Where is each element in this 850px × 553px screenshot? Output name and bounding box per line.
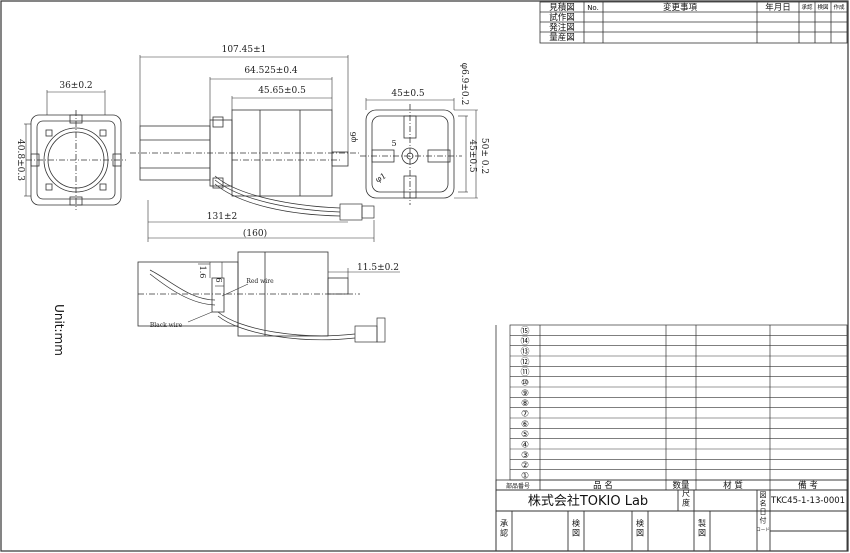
title-block [495,489,848,552]
title-label-make: 製図 [698,518,706,538]
title-label-check2: 検図 [636,518,644,538]
dim-64: 64.525±0.4 [244,66,298,76]
rev-row-2: 試作図 [549,12,575,23]
dim-6: 6 [214,277,223,282]
rev-header-change: 変更事項 [663,2,698,13]
parts-row-number: ⑫ [520,357,529,368]
dim-107: 107.45±1 [222,45,267,55]
rev-header-no: No. [587,4,599,12]
dim-45-65: 45.65±0.5 [258,86,306,96]
dim-45a: 45±0.5 [391,89,425,99]
bottom-wires [149,269,386,343]
rev-row-1: 見積図 [549,2,575,13]
parts-row-number: ④ [521,441,529,451]
bottom-dim-lines [187,262,400,323]
title-label-drawing-label: 図名日付コード [756,491,770,533]
side-dim-lines [139,55,375,242]
dim-11-5: 11.5±0.2 [357,263,399,273]
parts-header-remarks: 備 考 [798,480,818,491]
parts-row-number: ⑩ [521,379,529,389]
title-label-scale-label: 尺度 [682,489,690,508]
end-view [360,104,462,205]
parts-row-number: ⑭ [520,336,529,347]
dim-50: 50± 0.2 [479,138,489,174]
parts-row-number: ② [521,461,529,471]
parts-row-number: ⑤ [521,430,529,440]
parts-row-number: ⑨ [521,389,529,399]
parts-header-name: 品 名 [593,480,613,491]
title-label-approve: 承認 [500,519,508,538]
dim-36-lines [24,90,106,197]
front-view [26,110,126,210]
parts-row-number: ⑥ [521,420,529,430]
parts-row-number: ③ [521,451,529,461]
rev-header-check: 検図 [817,3,829,11]
company-name: 株式会社TOKIO Lab [528,493,648,509]
parts-row-number: ⑬ [520,347,529,358]
rev-row-3: 発注図 [549,22,575,33]
dim-40-8: 40.8±0.3 [15,139,25,181]
parts-row-number: ⑧ [521,399,529,409]
bottom-view [137,251,360,337]
parts-row-number: ⑪ [520,367,529,378]
label-black-wire: Black wire [150,322,183,329]
label-red-wire: Red wire [246,278,274,285]
rev-row-4: 量産図 [549,32,575,43]
side-view [130,109,360,197]
parts-row-number: ⑮ [520,326,529,337]
dim-5: 5 [391,139,396,148]
rev-header-make: 作成 [833,3,845,11]
rev-header-date: 年月日 [765,2,791,13]
title-label-check: 検図 [572,518,580,538]
dim-phi6-9: φ6.9±0.2 [459,63,469,105]
dim-45b: 45±0.5 [467,139,477,173]
revision-block [539,1,848,44]
dim-36: 36±0.2 [59,81,92,91]
unit-label: Unit:mm [52,304,66,356]
dim-131: 131±2 [207,212,237,222]
rev-header-approve: 承認 [801,3,813,11]
end-dim-lines [365,98,478,199]
dim-phi1: φ1 [374,171,388,184]
side-wires [214,175,375,221]
parts-row-number: ⑦ [521,410,529,420]
dim-1-6: 1.6 [198,266,207,279]
parts-header [495,325,848,551]
parts-header-material: 材 質 [723,480,743,491]
parts-header-part-no: 部品番号 [506,482,530,490]
dim-160: (160) [243,228,267,239]
drawing-code: TKC45-1-13-0001 [770,496,845,506]
parts-row-number: ① [521,472,529,482]
parts-header-qty: 数量 [672,480,690,491]
dim-phi6: φ6 [349,132,358,143]
